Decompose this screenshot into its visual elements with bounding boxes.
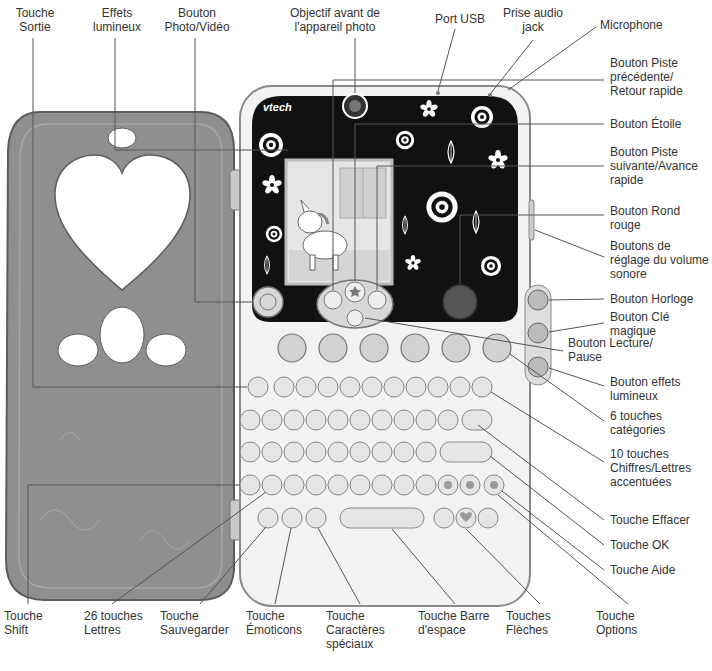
callout-label: 10 touches Chiffres/Lettres accentuées bbox=[610, 447, 710, 489]
callout-label: 26 touches Lettres bbox=[84, 609, 148, 637]
callout-label: Bouton effets lumineux bbox=[610, 375, 710, 403]
callout-label: Bouton Étoile bbox=[610, 117, 710, 131]
callout-label: Touche Émoticons bbox=[246, 609, 320, 637]
callout-label: Bouton Photo/Vidéo bbox=[158, 6, 236, 34]
callout-label: Touche OK bbox=[610, 538, 710, 552]
callout-label: Bouton Piste suivante/Avance rapide bbox=[610, 145, 710, 187]
callout-label: Bouton Clé magique bbox=[610, 310, 710, 338]
callout-label: Effets lumineux bbox=[86, 6, 148, 34]
callout-label: Port USB bbox=[428, 12, 492, 26]
callout-label: Objectif avant de l'appareil photo bbox=[270, 6, 400, 34]
leader-lines bbox=[28, 27, 628, 604]
callout-label: Touche Options bbox=[596, 609, 666, 637]
device-body bbox=[240, 86, 551, 606]
callout-label: Bouton Lecture/ Pause bbox=[568, 336, 668, 364]
callout-label: Touche Aide bbox=[610, 563, 710, 577]
callout-label: Touche Barre d'espace bbox=[418, 609, 498, 637]
callout-label: Touche Sortie bbox=[5, 6, 65, 34]
callout-label: Touche Effacer bbox=[610, 513, 710, 527]
callout-label: Bouton Piste précédente/ Retour rapide bbox=[610, 56, 710, 98]
callout-label: Touche Sauvegarder bbox=[160, 609, 244, 637]
callout-label: Touches Flèches bbox=[506, 609, 576, 637]
callout-label: 6 touches catégories bbox=[610, 409, 710, 437]
callout-label: Microphone bbox=[600, 18, 700, 32]
callout-label: Boutons de réglage du volume sonore bbox=[610, 239, 710, 281]
brand-logo: vtech bbox=[263, 101, 307, 114]
callout-label: Bouton Horloge bbox=[610, 292, 710, 306]
callout-label: Touche Caractères spéciaux bbox=[326, 609, 406, 651]
callout-label: Touche Shift bbox=[4, 609, 62, 637]
cover-lid bbox=[6, 112, 242, 600]
callout-label: Bouton Rond rouge bbox=[610, 204, 710, 232]
callout-label: Prise audio jack bbox=[500, 6, 566, 34]
